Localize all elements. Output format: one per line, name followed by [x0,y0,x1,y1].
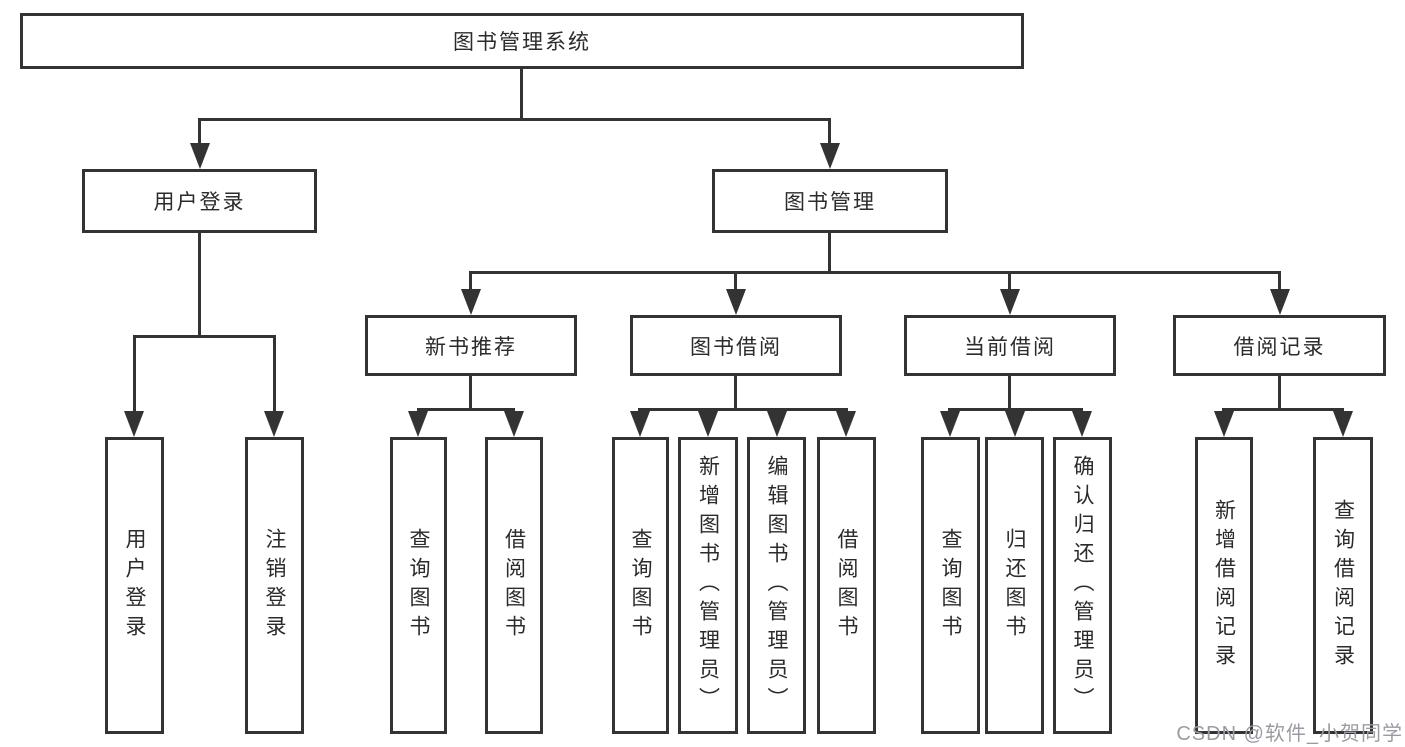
leaf-label: 新增借阅记录 [1212,498,1236,673]
arrow-down-icon [504,411,524,437]
leaf-label: 借阅图书 [502,527,526,644]
arrow-down-icon [1270,289,1290,315]
connector-leaf-drop [273,335,276,413]
connector-root-stem [520,69,523,119]
leaf-label: 查询借阅记录 [1331,498,1355,673]
node-book-management: 图书管理 [712,169,948,233]
node-new-book-recommendation: 新书推荐 [365,315,577,376]
arrow-down-icon [836,411,856,437]
connector-recommend-rail [417,408,515,411]
leaf-query-borrow-record: 查询借阅记录 [1313,437,1373,734]
node-current-borrowing: 当前借阅 [904,315,1116,376]
connector-user-login-stem [198,233,201,337]
leaf-label: 编辑图书（管理员） [765,455,788,716]
leaf-query-books-current: 查询图书 [921,437,980,734]
leaf-label: 查询图书 [939,527,962,644]
connector-records-rail [1222,408,1344,411]
arrow-down-icon [1214,411,1234,437]
leaf-borrow-books-recommend: 借阅图书 [485,437,543,734]
connector-user-login-drop [198,118,201,146]
connector-level3-drop [1278,271,1281,291]
connector-book-mgmt-stem [828,233,831,273]
arrow-down-icon [767,411,787,437]
leaf-add-borrow-record: 新增借阅记录 [1195,437,1253,734]
leaf-label: 查询图书 [407,527,430,644]
leaf-label: 用户登录 [123,527,146,644]
connector-records-stem [1278,376,1281,410]
arrow-down-icon [264,411,284,437]
arrow-down-icon [820,143,840,169]
connector-recommend-stem [469,376,472,410]
leaf-logout-login: 注销登录 [245,437,304,734]
node-library-management-system: 图书管理系统 [20,13,1024,69]
arrow-down-icon [698,411,718,437]
node-borrowing-records: 借阅记录 [1173,315,1386,376]
node-book-borrowing: 图书借阅 [630,315,842,376]
leaf-edit-books-admin: 编辑图书（管理员） [747,437,806,734]
arrow-down-icon [461,289,481,315]
connector-level3-drop [734,271,737,291]
csdn-watermark: CSDN @软件_小贺同学 [1176,723,1403,745]
node-user-login: 用户登录 [82,169,317,233]
connector-level3-rail [469,271,1281,274]
connector-level2-rail [198,118,831,121]
leaf-label: 注销登录 [263,527,286,644]
leaf-label: 归还图书 [1003,527,1026,644]
leaf-borrow-books-borrowing: 借阅图书 [817,437,876,734]
connector-book-mgmt-drop [828,118,831,146]
leaf-return-books: 归还图书 [985,437,1044,734]
connector-user-login-rail [133,335,276,338]
arrow-down-icon [1005,411,1025,437]
arrow-down-icon [124,411,144,437]
arrow-down-icon [940,411,960,437]
leaf-query-books-borrowing: 查询图书 [612,437,669,734]
leaf-label: 查询图书 [629,527,652,644]
arrow-down-icon [726,289,746,315]
connector-level3-drop [469,271,472,291]
arrow-down-icon [1000,289,1020,315]
connector-current-rail [948,408,1083,411]
connector-leaf-drop [133,335,136,413]
arrow-down-icon [1072,411,1092,437]
leaf-add-books-admin: 新增图书（管理员） [678,437,738,734]
leaf-user-login: 用户登录 [105,437,164,734]
arrow-down-icon [190,143,210,169]
leaf-confirm-return-admin: 确认归还（管理员） [1053,437,1112,734]
connector-borrowing-stem [734,376,737,410]
leaf-query-books-recommend: 查询图书 [390,437,447,734]
arrow-down-icon [630,411,650,437]
leaf-label: 借阅图书 [835,527,858,644]
arrow-down-icon [408,411,428,437]
connector-current-stem [1008,376,1011,410]
leaf-label: 新增图书（管理员） [696,455,720,716]
connector-level3-drop [1008,271,1011,291]
connector-borrowing-rail [638,408,848,411]
arrow-down-icon [1333,411,1353,437]
leaf-label: 确认归还（管理员） [1071,455,1094,716]
